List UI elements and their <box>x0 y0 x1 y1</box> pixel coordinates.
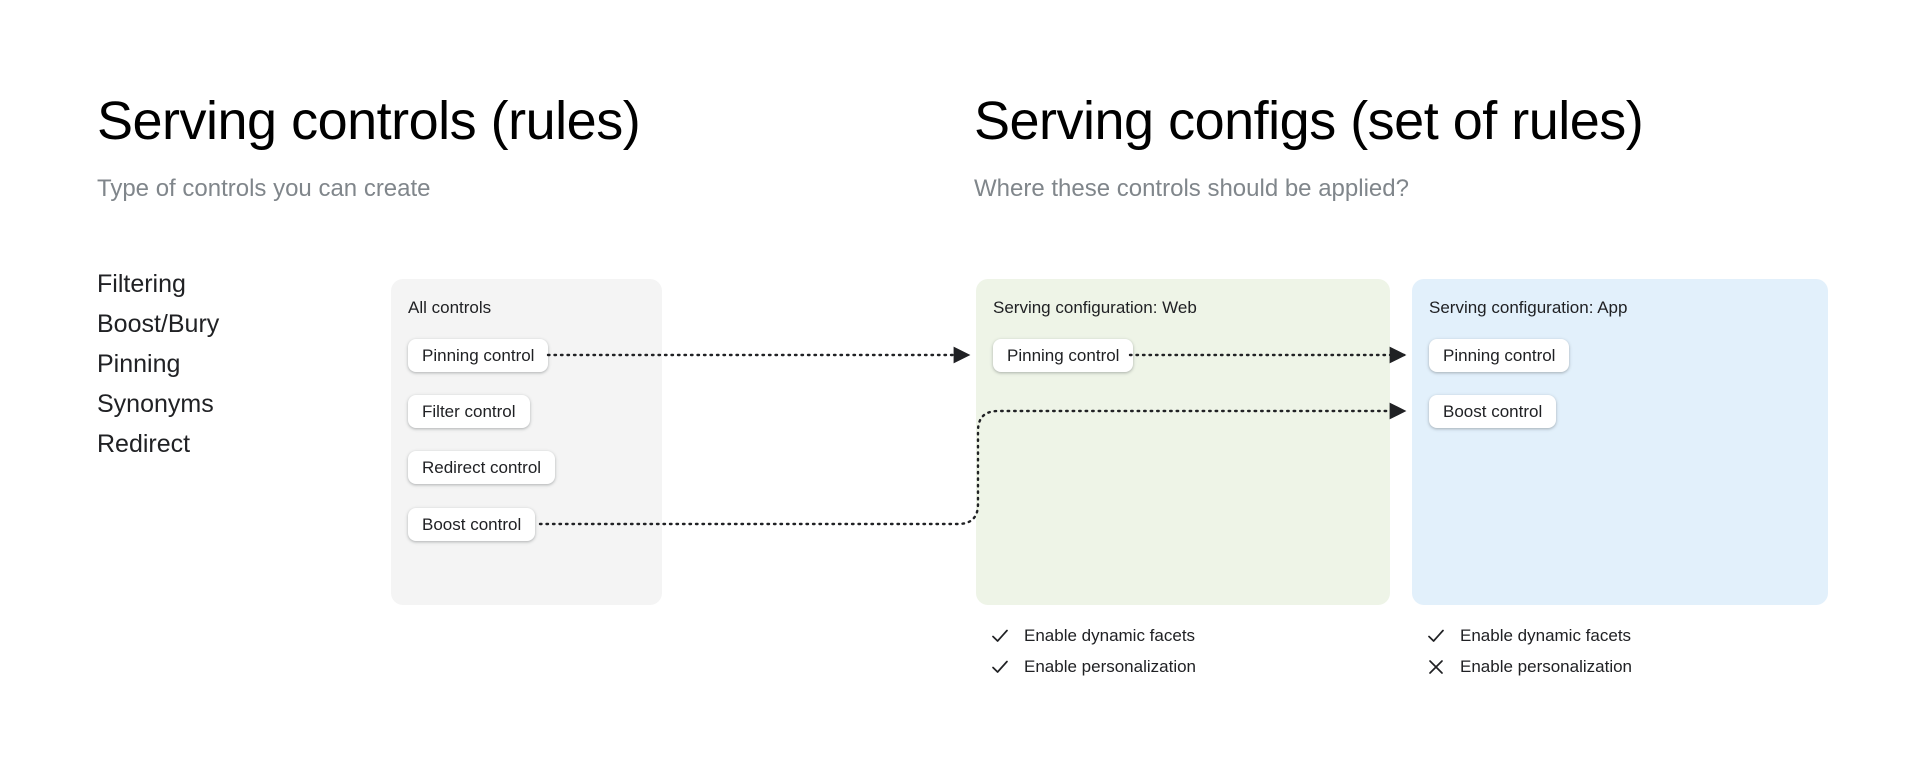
left-section-subtitle: Type of controls you can create <box>97 175 431 202</box>
option-label: Enable personalization <box>1024 657 1197 676</box>
chip-pinning-control[interactable]: Pinning control <box>993 339 1134 372</box>
control-type-item: Synonyms <box>97 390 214 418</box>
card-serving-config-app-title: Serving configuration: App <box>1429 298 1628 317</box>
card-serving-config-web-title: Serving configuration: Web <box>993 298 1197 317</box>
check-icon <box>992 629 1008 642</box>
close-icon <box>1429 660 1443 674</box>
right-section-title: Serving configs (set of rules) <box>974 91 1644 151</box>
control-type-item: Redirect <box>97 430 191 458</box>
card-all-controls-title: All controls <box>408 298 492 317</box>
option-label: Enable dynamic facets <box>1024 626 1196 645</box>
check-icon <box>1428 629 1444 642</box>
option-label: Enable dynamic facets <box>1460 626 1632 645</box>
card-serving-config-app: Serving configuration: App Pinning contr… <box>1412 279 1828 605</box>
left-section-title: Serving controls (rules) <box>97 91 641 151</box>
control-type-item: Filtering <box>97 270 186 298</box>
option-row-enable-personalization: Enable personalization <box>1426 656 1632 678</box>
options-serving-config-app: Enable dynamic facets Enable personaliza… <box>1426 625 1632 678</box>
option-label: Enable personalization <box>1460 657 1633 676</box>
chip-boost-control[interactable]: Boost control <box>1429 395 1557 428</box>
option-row-enable-dynamic-facets: Enable dynamic facets <box>1426 625 1632 647</box>
chip-boost-control[interactable]: Boost control <box>408 508 536 541</box>
chip-filter-control[interactable]: Filter control <box>408 395 530 428</box>
card-serving-config-web: Serving configuration: Web Pinning contr… <box>976 279 1390 605</box>
chip-pinning-control[interactable]: Pinning control <box>1429 339 1570 372</box>
option-row-enable-personalization: Enable personalization <box>990 656 1196 678</box>
control-type-item: Pinning <box>97 350 181 378</box>
option-row-enable-dynamic-facets: Enable dynamic facets <box>990 625 1196 647</box>
chip-redirect-control[interactable]: Redirect control <box>408 451 556 484</box>
check-icon <box>992 660 1008 673</box>
card-all-controls: All controls Pinning control Filter cont… <box>391 279 662 605</box>
right-section-subtitle: Where these controls should be applied? <box>974 175 1409 202</box>
chip-pinning-control[interactable]: Pinning control <box>408 339 549 372</box>
control-type-item: Boost/Bury <box>97 310 220 338</box>
options-serving-config-web: Enable dynamic facets Enable personaliza… <box>990 625 1196 678</box>
control-type-list: Filtering Boost/Bury Pinning Synonyms Re… <box>97 269 219 459</box>
